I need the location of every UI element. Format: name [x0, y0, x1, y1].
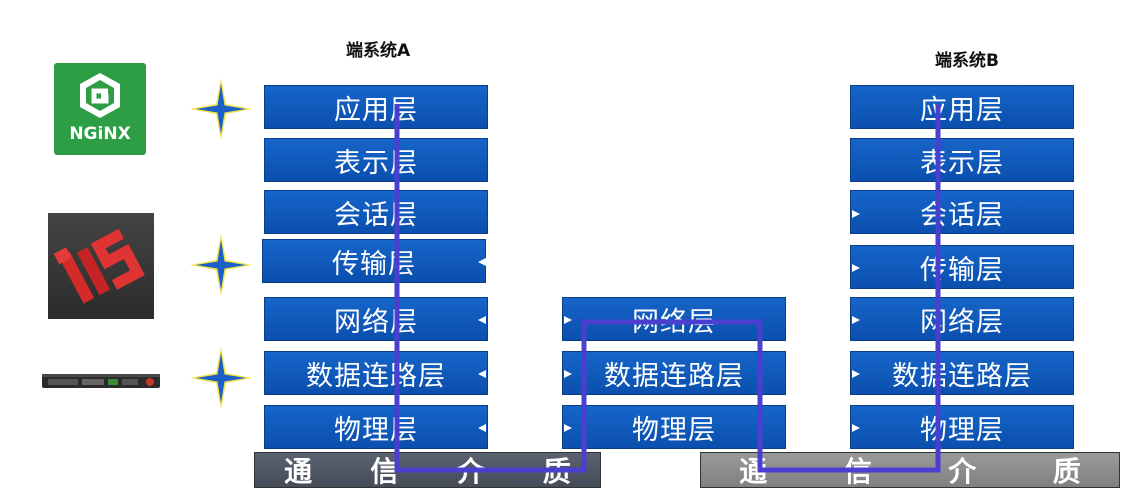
star-marker-transport: [190, 234, 252, 296]
a-layer-application: 应用层: [264, 85, 488, 129]
iis-red-letters-icon: [53, 228, 145, 304]
a-layer-datalink: 数据连路层: [264, 351, 488, 395]
b-layer-transport: 传输层: [850, 245, 1074, 289]
hardware-appliance-icon: [42, 370, 160, 392]
medium-char: 质: [542, 455, 571, 488]
medium-char: 质: [1052, 455, 1081, 488]
relay-layer-network: 网络层: [562, 297, 786, 341]
star-marker-datalink: [190, 347, 252, 409]
a-layer-physical: 物理层: [264, 405, 488, 449]
medium-char: 通: [284, 455, 313, 488]
a-layer-presentation: 表示层: [264, 138, 488, 182]
medium-char: 介: [948, 455, 977, 488]
medium-bar-left: 通 信 介 质: [254, 452, 601, 488]
b-layer-network: 网络层: [850, 297, 1074, 341]
appliance-chassis-icon: [42, 374, 160, 388]
iis-logo-icon: [48, 213, 154, 319]
b-layer-datalink: 数据连路层: [850, 351, 1074, 395]
nginx-logo-text: NGiNX: [69, 124, 131, 144]
a-layer-session: 会话层: [264, 190, 488, 234]
relay-layer-physical: 物理层: [562, 405, 786, 449]
a-layer-transport: 传输层: [262, 239, 486, 283]
nginx-logo-icon: NGiNX: [54, 63, 146, 155]
nginx-hexagon-icon: [80, 73, 120, 118]
b-layer-physical: 物理层: [850, 405, 1074, 449]
star-marker-application: [190, 78, 252, 140]
relay-layer-datalink: 数据连路层: [562, 351, 786, 395]
medium-char: 信: [843, 455, 872, 488]
medium-char: 介: [456, 455, 485, 488]
medium-bar-right: 通 信 介 质: [700, 452, 1120, 488]
system-a-title: 端系统A: [346, 41, 411, 61]
medium-char: 信: [370, 455, 399, 488]
medium-char: 通: [739, 455, 768, 488]
system-b-title: 端系统B: [935, 51, 999, 71]
b-layer-presentation: 表示层: [850, 138, 1074, 182]
b-layer-session: 会话层: [850, 190, 1074, 234]
b-layer-application: 应用层: [850, 85, 1074, 129]
a-layer-network: 网络层: [264, 297, 488, 341]
